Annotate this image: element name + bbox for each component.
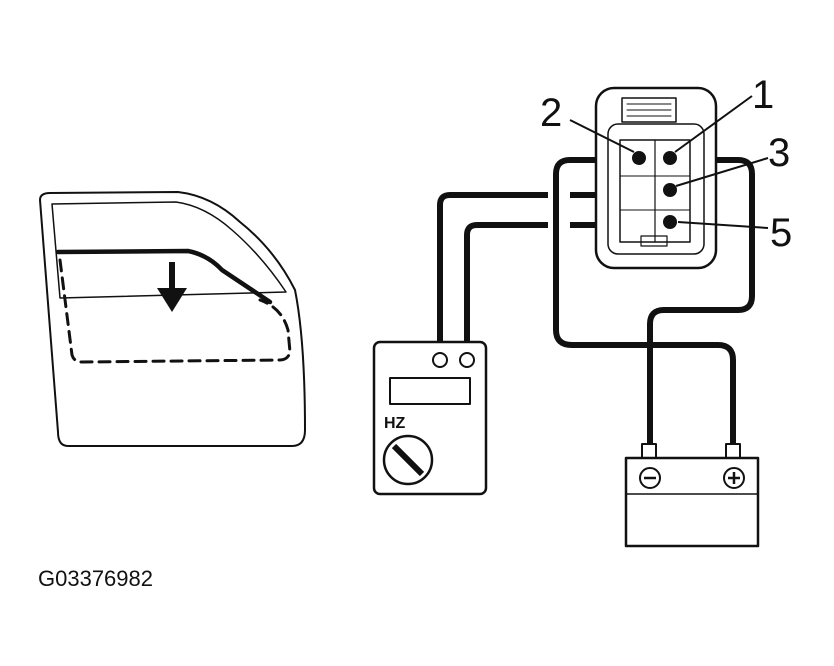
battery-illustration [624, 443, 760, 548]
door-illustration [39, 191, 306, 447]
leader-pin-1 [674, 95, 753, 153]
plus-icon [723, 467, 745, 489]
meter-probe-jack-right [459, 352, 475, 368]
battery-negative-post [641, 443, 657, 459]
pin-2-dot [632, 151, 646, 165]
meter-probe-jack-left [432, 352, 448, 368]
connector-latch [621, 97, 677, 123]
leader-pin-5 [677, 221, 769, 229]
meter-dial [382, 434, 434, 486]
meter-dial-pointer [391, 443, 425, 477]
window-glass-lowered-outline [58, 258, 292, 364]
connector-illustration [594, 86, 718, 270]
door-outline [39, 191, 306, 447]
leader-pin-2 [569, 119, 635, 153]
pin-leaders [569, 95, 769, 229]
pin-1-label: 1 [752, 73, 774, 117]
pin-2-label: 2 [540, 91, 562, 135]
battery-body [624, 456, 760, 548]
figure-code: G03376982 [38, 566, 153, 591]
connector-inner [607, 123, 705, 255]
pin-3-dot [663, 183, 677, 197]
meter-mode-label: HZ [384, 415, 406, 432]
pin-5-dot [663, 215, 677, 229]
connector-body [594, 86, 718, 270]
pin-3-label: 3 [768, 131, 790, 175]
pin-5-label: 5 [770, 211, 792, 255]
pin-1-dot [663, 151, 677, 165]
meter-display [389, 377, 471, 405]
minus-icon [639, 467, 661, 489]
wire-pin2-to-battery-neg [553, 157, 736, 448]
window-glass-top-line [55, 248, 273, 305]
connector-pins [632, 151, 677, 229]
wire-pin1-to-battery-pos [647, 157, 755, 448]
wiring [437, 157, 755, 448]
frequency-meter [372, 340, 488, 496]
arrow-down-icon [157, 262, 187, 312]
wire-meter-left [437, 192, 548, 355]
battery-positive-post [725, 443, 741, 459]
leader-pin-3 [675, 157, 769, 187]
wire-meter-right [464, 222, 548, 355]
door-window-frame [51, 201, 287, 299]
